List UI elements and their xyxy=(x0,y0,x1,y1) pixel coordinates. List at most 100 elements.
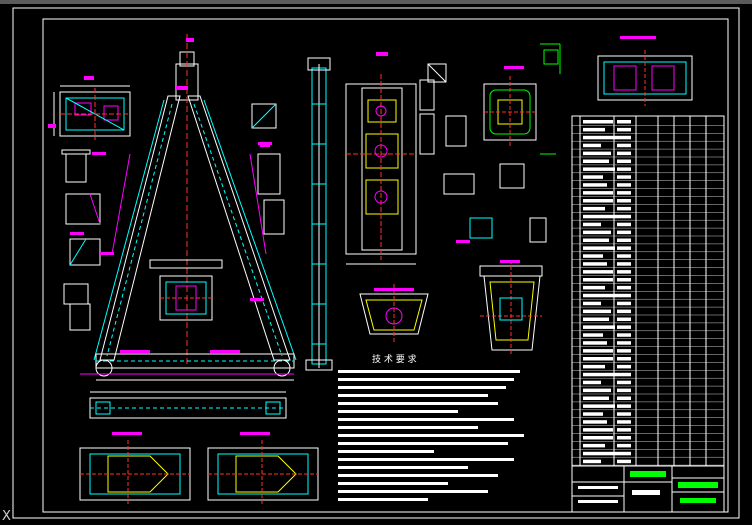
detail-base-lower-middle xyxy=(359,284,429,344)
table-row-text xyxy=(583,159,609,163)
table-row-text xyxy=(617,436,631,440)
table-row-text xyxy=(617,214,631,219)
detail-plate-middle xyxy=(345,52,447,265)
table-row-text xyxy=(617,301,631,306)
sheet-outer-border xyxy=(12,7,740,519)
table-row-text xyxy=(617,451,631,456)
table-row-text xyxy=(617,143,631,148)
sheet-inner-border xyxy=(42,18,729,513)
technical-requirements: 技 术 要 求 xyxy=(338,353,524,501)
table-row-text xyxy=(583,412,603,416)
table-row-text xyxy=(583,333,603,337)
table-row-text xyxy=(583,325,615,329)
cad-drawing-canvas[interactable]: 技 术 要 求 xyxy=(0,4,752,525)
table-row-text xyxy=(617,135,631,140)
table-row-text xyxy=(583,222,601,227)
table-row-text xyxy=(583,135,617,140)
a-frame-main-view xyxy=(80,34,297,381)
table-row-text xyxy=(617,396,631,400)
detail-parts-left xyxy=(61,149,114,331)
detail-parts-middle-right xyxy=(443,115,547,243)
table-row-text xyxy=(617,412,631,416)
table-row-text xyxy=(617,175,631,179)
table-row-text xyxy=(617,333,631,337)
table-row-text xyxy=(617,206,631,211)
table-row-text xyxy=(617,238,631,242)
table-row-text xyxy=(583,293,617,298)
table-row-text xyxy=(617,262,631,266)
table-row-text xyxy=(617,443,631,448)
table-row-text xyxy=(617,254,631,258)
table-row-text xyxy=(583,199,613,203)
table-row-text xyxy=(617,278,631,282)
table-row-text xyxy=(583,278,613,282)
table-row-text xyxy=(583,270,613,274)
detail-frame-upper-right xyxy=(483,43,561,155)
table-row-text xyxy=(617,428,631,432)
table-row-text xyxy=(617,388,631,393)
table-row-text xyxy=(617,120,631,124)
table-row-text xyxy=(617,459,631,464)
table-row-text xyxy=(583,404,615,408)
table-row-text xyxy=(617,191,631,195)
table-row-text xyxy=(583,357,613,361)
table-row-text xyxy=(583,191,613,195)
table-row-text xyxy=(617,380,631,385)
table-row-text xyxy=(617,420,631,424)
table-row-text xyxy=(583,317,609,321)
table-row-text xyxy=(617,317,631,321)
table-row-text xyxy=(617,246,631,250)
table-row-text xyxy=(583,443,605,448)
detail-beam-bottom xyxy=(89,391,287,419)
table-row-text xyxy=(617,270,631,274)
table-row-text xyxy=(583,301,601,306)
table-row-text xyxy=(617,222,631,227)
table-row-text xyxy=(617,159,631,163)
table-row-text xyxy=(617,183,631,187)
detail-plan-top-right xyxy=(597,36,693,106)
table-row-text xyxy=(617,349,631,353)
table-row-text xyxy=(583,309,611,314)
table-row-text xyxy=(617,364,631,369)
table-row-text xyxy=(583,206,605,211)
table-row-text xyxy=(617,167,631,171)
table-row-text xyxy=(583,364,605,369)
table-row-text xyxy=(617,309,631,314)
table-row-text xyxy=(583,120,613,124)
table-row-text xyxy=(617,127,631,132)
table-row-text xyxy=(617,199,631,203)
table-row-text xyxy=(583,167,615,171)
table-row-text xyxy=(583,285,605,290)
table-row-text xyxy=(583,151,611,156)
parts-list-rows xyxy=(572,120,724,466)
table-row-text xyxy=(583,349,613,353)
table-row-text xyxy=(617,341,631,345)
table-row-text xyxy=(583,451,617,456)
table-row-text xyxy=(583,143,601,148)
table-row-text xyxy=(583,238,609,242)
detail-view-top-left xyxy=(48,76,131,140)
table-row-text xyxy=(583,183,607,187)
table-row-text xyxy=(583,175,603,179)
detail-housing-lower-right xyxy=(479,260,543,356)
table-row-text xyxy=(583,428,613,432)
table-row-text xyxy=(583,254,603,258)
table-row-text xyxy=(583,246,615,250)
table-row-text xyxy=(583,459,601,464)
window-top-bar xyxy=(0,0,752,4)
table-row-text xyxy=(617,293,631,298)
table-row-text xyxy=(617,285,631,290)
table-row-text xyxy=(583,372,617,377)
table-row-text xyxy=(583,396,609,400)
close-icon[interactable]: X xyxy=(2,509,11,524)
table-row-text xyxy=(583,262,607,266)
table-row-text xyxy=(617,372,631,377)
table-row-text xyxy=(617,151,631,156)
column-member-side-view xyxy=(305,57,333,371)
detail-base-plate-2 xyxy=(207,432,319,504)
detail-base-plate-1 xyxy=(79,432,191,504)
table-row-text xyxy=(617,357,631,361)
table-row-text xyxy=(583,214,617,219)
table-row-text xyxy=(583,230,611,235)
title-block xyxy=(571,465,725,513)
